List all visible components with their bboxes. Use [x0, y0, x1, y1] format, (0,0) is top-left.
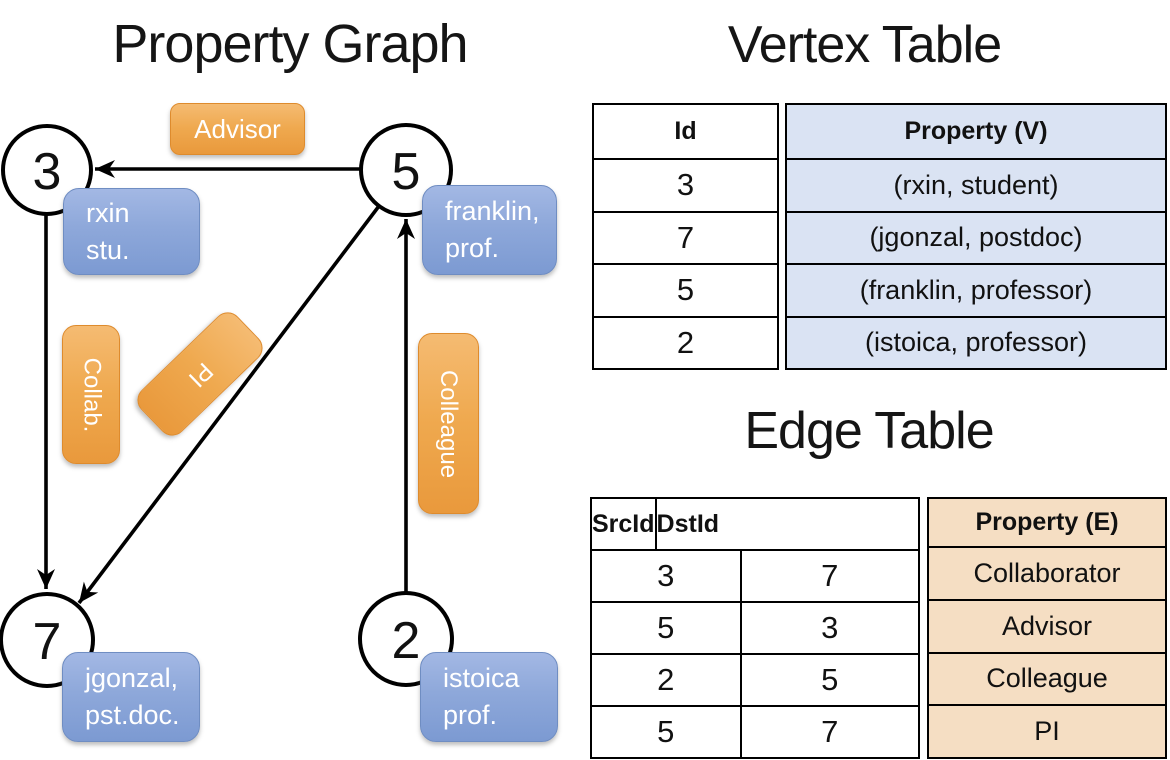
vertex-table-id-cell: 3: [594, 158, 777, 211]
edge-label-colleague: Colleague: [418, 333, 479, 514]
vertex-property-line: pst.doc.: [85, 700, 180, 730]
edge-table-dstid-cell: 3: [821, 610, 839, 645]
vertex-property-line: jgonzal,: [85, 663, 179, 693]
vertex-table-property-column: Property (V) (rxin, student)(jgonzal, po…: [785, 103, 1167, 370]
vertex-property-box-2: istoica prof.: [420, 652, 558, 742]
vertex-property-box-7: jgonzal, pst.doc.: [62, 652, 200, 742]
vertex-table-property-cell: (rxin, student): [787, 158, 1165, 211]
edge-table-dstid-cell: 7: [821, 714, 839, 749]
edge-table-property-header: Property (E): [975, 508, 1119, 536]
edge-table-srcid-cell: 2: [592, 655, 742, 705]
vertex-id-2: 2: [392, 612, 421, 670]
edge-table-property-cell: Colleague: [929, 651, 1165, 705]
edge-table-dstid-header: DstId: [656, 509, 720, 538]
vertex-property-line: istoica: [443, 663, 520, 693]
vertex-table-property-cell: (franklin, professor): [787, 263, 1165, 316]
edge-table-dstid-cell: 5: [821, 662, 839, 697]
vertex-table-id-cell: 2: [594, 315, 777, 369]
edge-label-collab-text: Collab.: [78, 357, 105, 432]
edge-table-dstid-cell: 7: [821, 558, 839, 593]
edge-table-header-row: SrcId DstId: [592, 499, 918, 549]
vertex-property-box-3: rxin stu.: [63, 188, 200, 275]
vertex-property-line: franklin,: [445, 196, 540, 226]
edge-label-advisor-text: Advisor: [194, 113, 281, 144]
vertex-table-id-cell: 5: [594, 263, 777, 316]
edge-table-title: Edge Table: [744, 402, 994, 460]
vertex-property-line: rxin: [86, 197, 130, 228]
edge-table-srcid-cell: 3: [592, 551, 742, 601]
vertex-table-id-cell: 7: [594, 210, 777, 264]
edge-table-srcid-header: SrcId: [592, 499, 657, 549]
edge-pi-5-to-7: [77, 204, 381, 605]
vertex-property-line: stu.: [86, 234, 130, 265]
edge-table-property-cell: Advisor: [929, 598, 1165, 652]
edge-table-srcid-cell: 5: [592, 707, 742, 757]
vertex-table-property-cell: (jgonzal, postdoc): [787, 210, 1165, 264]
edge-table-property-cell: Collaborator: [929, 546, 1165, 599]
vertex-property-line: prof.: [443, 700, 498, 730]
property-graph-title: Property Graph: [112, 14, 468, 74]
vertex-table-property-cell: (istoica, professor): [787, 315, 1165, 369]
vertex-property-line: prof.: [445, 233, 500, 263]
edge-table-property-cell: PI: [929, 704, 1165, 757]
vertex-table-title: Vertex Table: [727, 16, 1002, 74]
vertex-id-5: 5: [392, 143, 421, 201]
vertex-table-id-header: Id: [674, 117, 697, 145]
edge-label-advisor: Advisor: [170, 103, 305, 155]
vertex-property-box-5: franklin, prof.: [422, 185, 557, 275]
vertex-id-3: 3: [33, 143, 62, 201]
vertex-id-7: 7: [33, 613, 62, 671]
vertex-table-property-header: Property (V): [904, 117, 1048, 145]
edge-label-pi-text: PI: [182, 356, 218, 392]
edge-table-srcid-cell: 5: [592, 603, 742, 653]
edge-label-collab: Collab.: [62, 325, 120, 464]
edge-label-colleague-text: Colleague: [435, 369, 463, 478]
